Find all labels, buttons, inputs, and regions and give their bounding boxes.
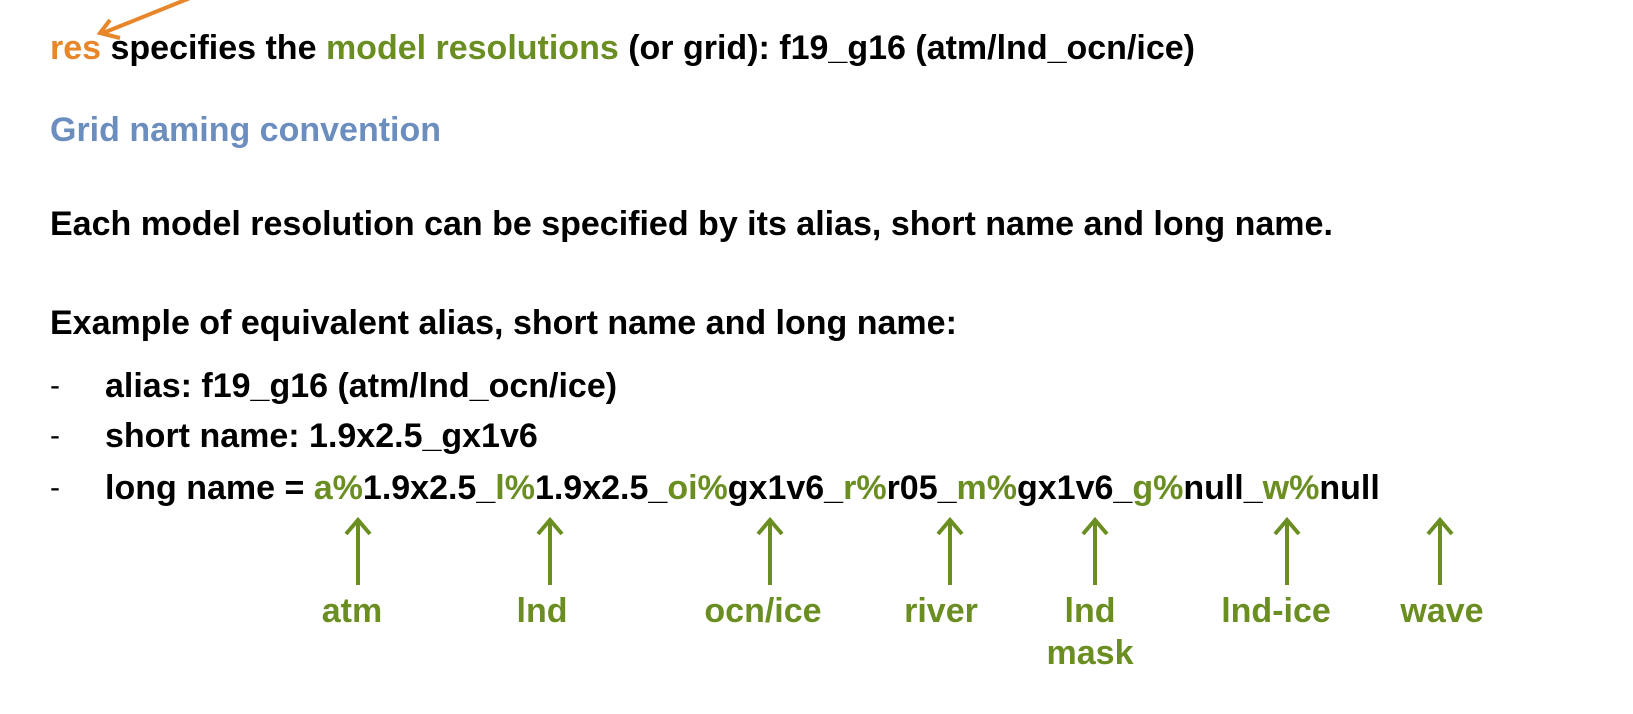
specifies-text: specifies the [101,29,326,67]
long-name-component-value: null [1319,469,1380,507]
long-name-value: a%1.9x2.5_l%1.9x2.5_oi%gx1v6_r%r05_m%gx1… [314,469,1380,507]
bullet-dash: - [50,369,60,402]
long-name-component-key: m% [956,469,1017,507]
up-arrow-atm-icon [344,516,372,585]
res-keyword: res [50,29,102,67]
long-name-component-value: null_ [1183,469,1263,507]
label-lnd-mask-line1: lnd [1064,592,1116,630]
label-lnd-ice: lnd-ice [1221,592,1331,630]
label-ocn-ice: ocn/ice [704,592,822,630]
label-lnd-mask: lnd mask [1047,590,1134,674]
short-name-text: short name: 1.9x2.5_gx1v6 [105,417,538,455]
long-name-component-value: 1.9x2.5_ [534,469,668,507]
section-heading: Grid naming convention [50,111,442,149]
up-arrow-lnd-mask-icon [1081,516,1109,585]
long-name-component-key: l% [495,469,535,507]
bullet-dash: - [50,471,60,504]
up-arrow-ocn-ice-icon [756,516,784,585]
long-name-text: long name = a%1.9x2.5_l%1.9x2.5_oi%gx1v6… [105,469,1380,508]
up-arrows [344,516,1454,585]
label-atm: atm [321,592,383,630]
long-name-prefix: long name = [105,469,314,507]
grid-alias-text: (or grid): f19_g16 (atm/lnd_ocn/ice) [618,29,1195,67]
label-wave: wave [1400,592,1484,630]
long-name-component-key: a% [313,469,363,507]
up-arrow-river-icon [936,516,964,585]
label-lnd-mask-line2: mask [1046,634,1134,672]
long-name-component-key: g% [1132,469,1184,507]
bullet-dash: - [50,419,60,452]
intro-paragraph: Each model resolution can be specified b… [50,205,1333,243]
long-name-component-key: r% [843,469,887,507]
example-paragraph: Example of equivalent alias, short name … [50,304,957,342]
model-resolutions-text: model resolutions [325,29,619,67]
long-name-component-key: oi% [667,469,728,507]
long-name-component-key: w% [1262,469,1320,507]
up-arrow-lnd-ice-icon [1273,516,1301,585]
long-name-component-value: r05_ [886,469,957,507]
long-name-component-value: 1.9x2.5_ [362,469,496,507]
up-arrow-lnd-icon [536,516,564,585]
long-name-component-value: gx1v6_ [727,469,844,507]
res-description-line: res specifies the model resolutions (or … [50,29,1195,68]
long-name-component-value: gx1v6_ [1017,469,1133,507]
label-lnd: lnd [516,592,568,630]
alias-text: alias: f19_g16 (atm/lnd_ocn/ice) [105,367,618,405]
up-arrow-wave-icon [1426,516,1454,585]
pointer-arrow-icon [96,0,191,40]
label-river: river [904,592,978,630]
